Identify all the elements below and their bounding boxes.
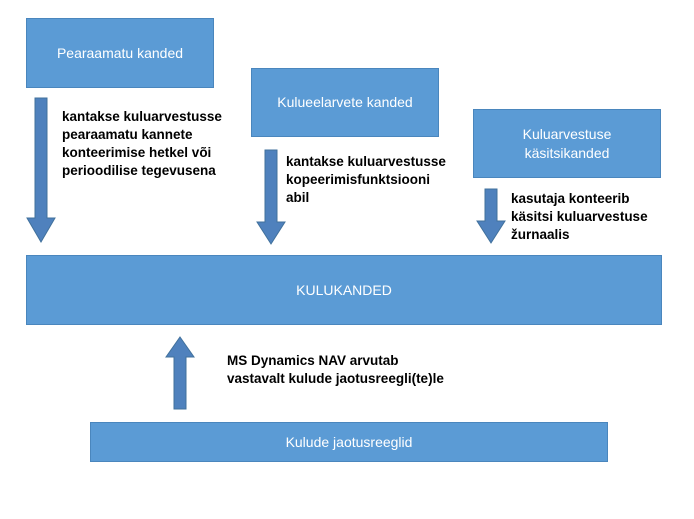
note-kasitsi: kasutaja konteerib käsitsi kuluarvestuse… [511, 191, 648, 242]
box-kulueelarvete-kanded-label: Kulueelarvete kanded [277, 94, 413, 110]
box-kulueelarvete-kanded: Kulueelarvete kanded [251, 68, 439, 137]
box-pearaamatu-kanded: Pearaamatu kanded [26, 18, 214, 88]
box-kulukanded: KULUKANDED [26, 255, 662, 325]
note-kulueelarvete: kantakse kuluarvestusse kopeerimisfunkts… [286, 154, 446, 205]
note-pearaamatu: kantakse kuluarvestusse pearaamatu kanne… [62, 109, 222, 178]
arrow-down-pearaamatu [26, 97, 56, 243]
note-jaotusreeglid: MS Dynamics NAV arvutab vastavalt kulude… [227, 353, 444, 386]
box-kulude-jaotusreeglid: Kulude jaotusreeglid [90, 422, 608, 462]
box-kulukanded-label: KULUKANDED [296, 281, 392, 298]
box-kulude-jaotusreeglid-label: Kulude jaotusreeglid [285, 433, 413, 450]
arrow-down-kasitsi [476, 188, 506, 244]
arrow-down-kulueelarvete [256, 149, 286, 245]
box-kuluarvestuse-kasitsikanded-label: Kuluarvestuse käsitsikanded [522, 125, 612, 161]
box-pearaamatu-kanded-label: Pearaamatu kanded [56, 44, 184, 61]
box-kuluarvestuse-kasitsikanded: Kuluarvestuse käsitsikanded [473, 109, 661, 178]
arrow-up-jaotusreeglid [165, 336, 195, 410]
